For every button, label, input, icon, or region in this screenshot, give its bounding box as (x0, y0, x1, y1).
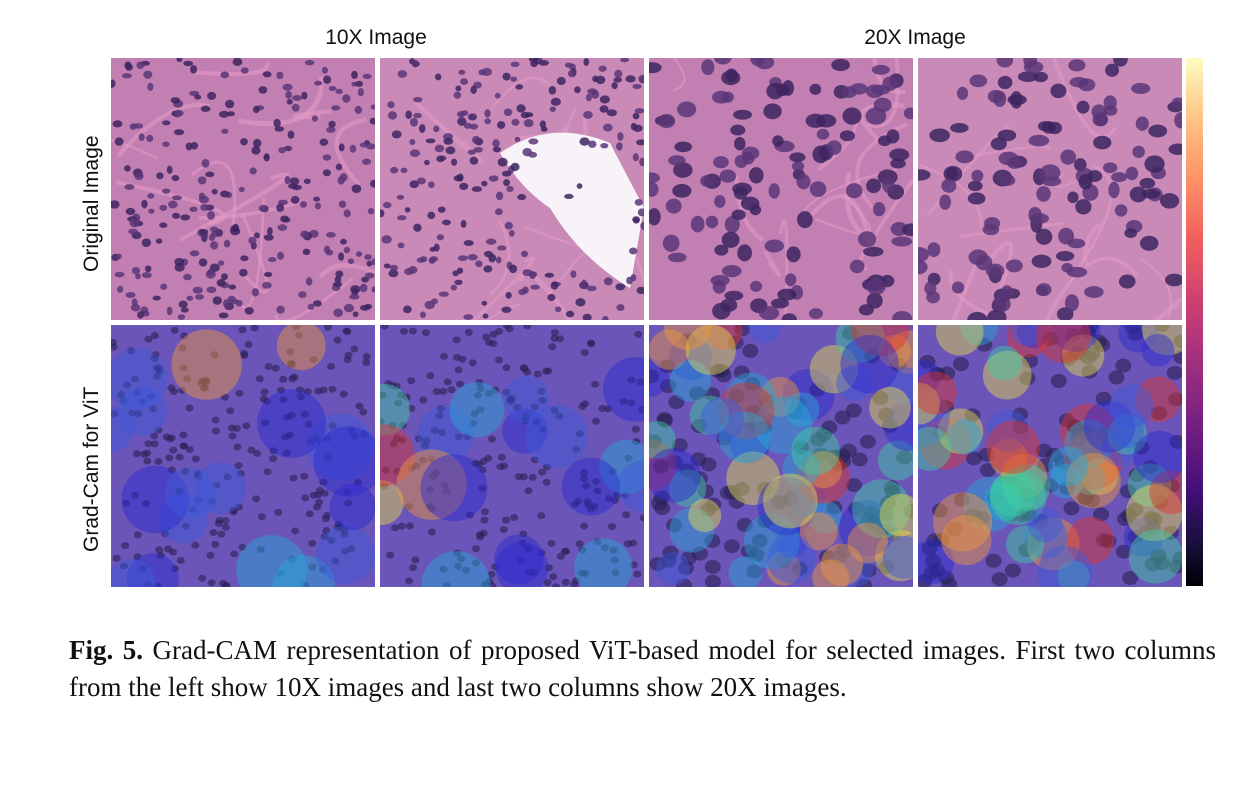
panel-gradcam-10x-1 (111, 325, 375, 587)
caption-text: Grad-CAM representation of proposed ViT-… (69, 635, 1217, 702)
column-header-10x: 10X Image (325, 26, 427, 49)
colorbar (1186, 58, 1203, 586)
panel-original-10x-2 (380, 58, 644, 320)
panel-original-10x-1 (111, 58, 375, 320)
panel-gradcam-20x-1 (649, 325, 913, 587)
figure-caption: Fig. 5. Grad-CAM representation of propo… (69, 632, 1216, 706)
panel-original-20x-1 (649, 58, 913, 320)
panel-gradcam-10x-2 (380, 325, 644, 587)
caption-label: Fig. 5. (69, 635, 144, 665)
row-label-grad-cam: Grad-Cam for ViT (80, 386, 103, 552)
panel-gradcam-20x-2 (918, 325, 1182, 587)
row-label-original-image: Original Image (80, 135, 103, 272)
panel-original-20x-2 (918, 58, 1182, 320)
column-header-20x: 20X Image (864, 26, 966, 49)
